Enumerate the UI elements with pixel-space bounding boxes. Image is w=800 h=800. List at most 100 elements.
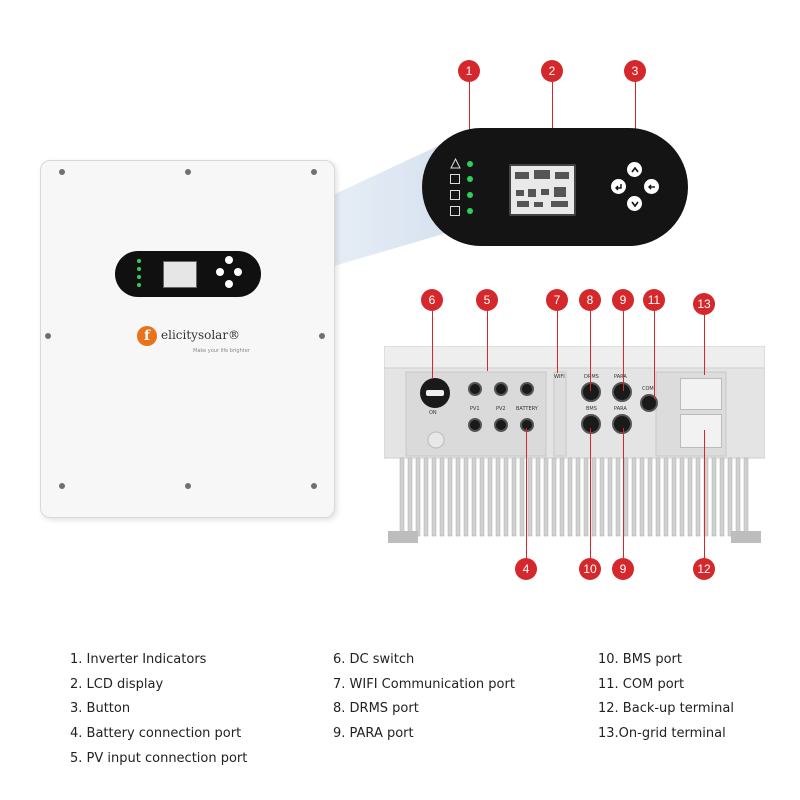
indicator-led bbox=[137, 275, 141, 279]
pv1-label: PV1 bbox=[470, 406, 480, 412]
dc-switch-handle bbox=[426, 390, 444, 396]
callout-line bbox=[623, 428, 624, 558]
pv2-label: PV2 bbox=[496, 406, 506, 412]
up-button[interactable] bbox=[225, 256, 233, 264]
indicator-led bbox=[137, 267, 141, 271]
callout-line bbox=[487, 311, 488, 371]
drms-port[interactable] bbox=[581, 382, 601, 402]
callout-badge: 13 bbox=[693, 293, 715, 315]
bms-port[interactable] bbox=[581, 414, 601, 434]
callout-line bbox=[552, 82, 553, 162]
indicator-led bbox=[467, 192, 473, 198]
com-port[interactable] bbox=[640, 394, 658, 412]
down-button[interactable] bbox=[225, 280, 233, 288]
screw bbox=[59, 169, 65, 175]
legend-item: 2. LCD display bbox=[70, 677, 164, 692]
on-grid-terminal[interactable] bbox=[680, 378, 722, 410]
pv-port[interactable] bbox=[494, 418, 508, 432]
logo-text: elicitysolar® bbox=[161, 328, 241, 342]
screw bbox=[319, 333, 325, 339]
drms-label: DRMS bbox=[584, 374, 599, 380]
return-icon bbox=[614, 183, 622, 190]
legend-item: 6. DC switch bbox=[333, 652, 415, 667]
grid-icon bbox=[450, 174, 460, 184]
lcd-display bbox=[509, 164, 576, 216]
callout-badge: 12 bbox=[693, 558, 715, 580]
callout-badge: 8 bbox=[579, 289, 601, 311]
legend-item: 9. PARA port bbox=[333, 726, 414, 741]
para-port[interactable] bbox=[612, 382, 632, 402]
back-up-terminal[interactable] bbox=[680, 414, 722, 448]
up-button[interactable] bbox=[627, 162, 642, 177]
small-control-panel bbox=[115, 251, 261, 297]
bms-label: BMS bbox=[586, 406, 597, 412]
callout-line bbox=[623, 311, 624, 391]
inverter-icon bbox=[450, 190, 460, 200]
callout-badge: 7 bbox=[546, 289, 568, 311]
callout-line bbox=[590, 428, 591, 558]
com-label: COM bbox=[642, 386, 654, 392]
lcd-segments bbox=[515, 170, 569, 207]
back-button[interactable] bbox=[611, 179, 626, 194]
indicator-led bbox=[137, 283, 141, 287]
control-panel-zoom bbox=[422, 128, 688, 246]
para-label: PARA bbox=[614, 374, 627, 380]
legend-item: 7. WIFI Communication port bbox=[333, 677, 515, 692]
para-port[interactable] bbox=[612, 414, 632, 434]
screw bbox=[45, 333, 51, 339]
callout-badge: 4 bbox=[515, 558, 537, 580]
callout-line bbox=[432, 311, 433, 379]
callout-line bbox=[635, 82, 636, 152]
para-label: PARA bbox=[614, 406, 627, 412]
battery-port[interactable] bbox=[520, 418, 534, 432]
screw bbox=[185, 169, 191, 175]
callout-badge: 1 bbox=[458, 60, 480, 82]
screw bbox=[59, 483, 65, 489]
wifi-label: WIFI bbox=[554, 374, 565, 380]
callout-badge: 3 bbox=[624, 60, 646, 82]
screw bbox=[311, 169, 317, 175]
enter-icon bbox=[647, 184, 655, 189]
battery-label: BATTERY bbox=[516, 406, 538, 412]
back-button[interactable] bbox=[216, 268, 224, 276]
callout-badge: 2 bbox=[541, 60, 563, 82]
logo-icon: f bbox=[137, 326, 157, 346]
dc-switch-label: ON bbox=[429, 410, 437, 416]
indicator-led bbox=[467, 208, 473, 214]
callout-line bbox=[654, 311, 655, 399]
callout-badge: 6 bbox=[421, 289, 443, 311]
callout-badge: 9 bbox=[612, 289, 634, 311]
callout-line bbox=[526, 428, 527, 558]
callout-line bbox=[704, 430, 705, 558]
legend-item: 13.On-grid terminal bbox=[598, 726, 726, 741]
callout-badge: 11 bbox=[643, 289, 665, 311]
legend-item: 1. Inverter Indicators bbox=[70, 652, 207, 667]
legend-item: 11. COM port bbox=[598, 677, 685, 692]
enter-button[interactable] bbox=[644, 179, 659, 194]
inverter-bottom-view: ON PV1 PV2 BATTERY WIFI DRMS PARA BMS PA… bbox=[384, 346, 765, 546]
battery-port[interactable] bbox=[520, 382, 534, 396]
warning-icon bbox=[450, 158, 461, 169]
callout-badge: 5 bbox=[476, 289, 498, 311]
pv-port[interactable] bbox=[468, 418, 482, 432]
indicator-led bbox=[467, 176, 473, 182]
callout-line bbox=[469, 82, 470, 152]
callout-line bbox=[590, 311, 591, 391]
down-button[interactable] bbox=[627, 196, 642, 211]
inverter-indicators bbox=[450, 158, 480, 218]
legend-item: 10. BMS port bbox=[598, 652, 682, 667]
pv-port[interactable] bbox=[494, 382, 508, 396]
inverter-front-view: f elicitysolar® Make your life brighter bbox=[40, 160, 335, 518]
callout-badge: 9 bbox=[612, 558, 634, 580]
pv-port[interactable] bbox=[468, 382, 482, 396]
battery-icon bbox=[450, 206, 460, 216]
screw bbox=[311, 483, 317, 489]
chevron-up-icon bbox=[630, 166, 639, 172]
enter-button[interactable] bbox=[234, 268, 242, 276]
indicator-led bbox=[137, 259, 141, 263]
legend-item: 12. Back-up terminal bbox=[598, 701, 734, 716]
callout-line bbox=[704, 315, 705, 375]
screw bbox=[185, 483, 191, 489]
legend-item: 3. Button bbox=[70, 701, 131, 716]
indicator-led bbox=[467, 161, 473, 167]
